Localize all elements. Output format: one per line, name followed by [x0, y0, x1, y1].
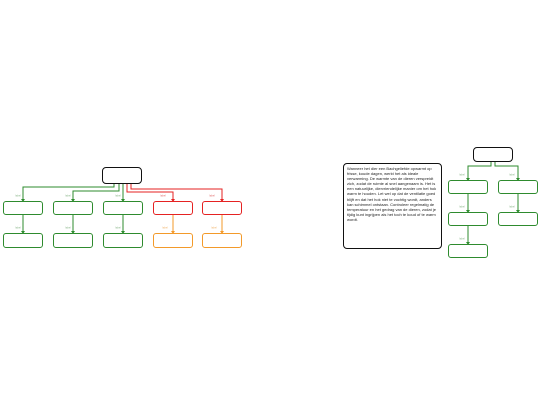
right-great-grandchild-node-1[interactable] [448, 244, 488, 258]
arrowhead [220, 199, 224, 202]
arrowhead [516, 178, 520, 181]
edge-label: label [209, 194, 215, 198]
edge-label: label [509, 173, 515, 177]
left-grandchild-node-2[interactable] [53, 233, 93, 248]
arrowhead [21, 199, 25, 202]
edge-label: label [65, 194, 71, 198]
arrowhead [466, 178, 470, 181]
left-grandchild-node-5[interactable] [202, 233, 242, 248]
left-child-node-4[interactable] [153, 201, 193, 215]
edge-label: label [459, 173, 465, 177]
note-text-box[interactable]: Wanneer het dier een Bachgeliefde opwarm… [343, 163, 442, 249]
right-tree-connectors [467, 162, 519, 244]
right-grandchild-node-1[interactable] [448, 212, 488, 226]
edge-label: label [115, 226, 121, 230]
edge-label: label [459, 237, 465, 241]
arrowhead [121, 231, 125, 234]
arrowhead [21, 231, 25, 234]
arrowhead [71, 231, 75, 234]
arrowhead [220, 231, 224, 234]
connector-left-5 [130, 184, 223, 201]
connector-left-1 [22, 184, 115, 201]
edge-label: label [160, 194, 166, 198]
left-tree-arrowheads [21, 199, 224, 234]
left-child-node-1[interactable] [3, 201, 43, 215]
right-root-node[interactable] [473, 147, 513, 162]
left-tree-connectors [22, 184, 223, 233]
arrowhead [516, 210, 520, 213]
left-grandchild-node-3[interactable] [103, 233, 143, 248]
edge-label: label [162, 226, 168, 230]
connector-right-2 [494, 162, 519, 180]
right-tree-arrowheads [466, 178, 520, 245]
left-child-node-3[interactable] [103, 201, 143, 215]
left-root-node[interactable] [102, 167, 142, 184]
arrowhead [466, 210, 470, 213]
left-child-node-2[interactable] [53, 201, 93, 215]
right-child-node-2[interactable] [498, 180, 538, 194]
left-grandchild-node-4[interactable] [153, 233, 193, 248]
right-grandchild-node-2[interactable] [498, 212, 538, 226]
connector-left-2 [72, 184, 120, 201]
left-child-node-5[interactable] [202, 201, 242, 215]
edge-label: label [115, 194, 121, 198]
edge-label: label [211, 226, 217, 230]
right-child-node-1[interactable] [448, 180, 488, 194]
edge-label: label [509, 205, 515, 209]
arrowhead [171, 231, 175, 234]
edge-label: label [459, 205, 465, 209]
connector-left-4 [126, 184, 174, 201]
arrowhead [466, 242, 470, 245]
left-grandchild-node-1[interactable] [3, 233, 43, 248]
connector-right-1 [467, 162, 492, 180]
edge-label: label [15, 226, 21, 230]
arrowhead [171, 199, 175, 202]
edge-label: label [65, 226, 71, 230]
arrowhead [71, 199, 75, 202]
edge-label: label [15, 194, 21, 198]
arrowhead [121, 199, 125, 202]
